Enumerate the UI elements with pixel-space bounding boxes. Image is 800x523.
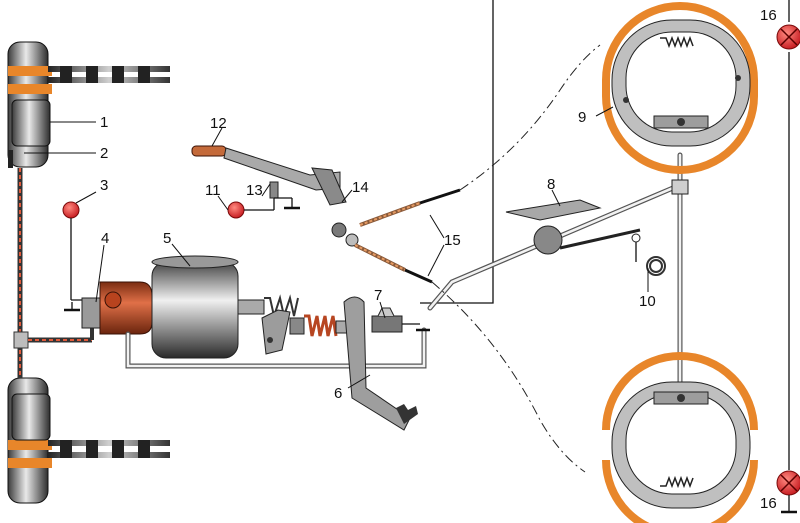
callout-leaders: [24, 106, 649, 389]
callout-9: 9: [578, 109, 586, 126]
brake-pipe-lines: [125, 152, 689, 393]
pressure-regulator: [505, 199, 666, 276]
rear-warning-lamp-top: [776, 24, 800, 50]
callout-5: 5: [163, 230, 171, 247]
rear-drum-brake-top: [602, 2, 758, 174]
brake-disc-icon: [60, 66, 150, 83]
callout-3: 3: [100, 177, 108, 194]
ground-symbol-icon: [64, 302, 80, 312]
callout-labels: 1 2 3 4 5 6 7 8 9 10 11 12 13 14 15 16 1…: [100, 7, 777, 512]
callout-1: 1: [100, 114, 108, 131]
callout-13: 13: [246, 182, 263, 199]
callout-6: 6: [334, 385, 342, 402]
parking-brake-lever: [191, 145, 359, 247]
callout-15: 15: [444, 232, 461, 249]
callout-14: 14: [352, 179, 369, 196]
callout-11: 11: [205, 182, 221, 199]
callout-16-top: 16: [760, 7, 777, 24]
rear-warning-lamp-bottom: [776, 470, 800, 514]
vacuum-booster: [151, 255, 299, 359]
callout-2: 2: [100, 145, 108, 162]
callout-8: 8: [547, 176, 555, 193]
callout-10: 10: [639, 293, 656, 310]
warning-lamp-icon: [62, 201, 96, 301]
rear-drum-brake-bottom: [602, 352, 758, 523]
front-brake-top: [7, 41, 170, 168]
parking-brake-warning-lamp: [227, 181, 300, 219]
brake-pedal: [343, 296, 418, 431]
warning-circuit-wiring: [420, 0, 790, 470]
callout-12: 12: [210, 115, 227, 132]
callout-4: 4: [101, 230, 109, 247]
callout-16-bottom: 16: [760, 495, 777, 512]
callout-7: 7: [374, 287, 382, 304]
front-brake-hose: [13, 168, 94, 378]
drum-brake-icon: [602, 2, 758, 523]
front-brake-bottom: [7, 377, 170, 504]
master-cylinder: [81, 281, 153, 335]
parking-brake-cables: [354, 44, 601, 473]
